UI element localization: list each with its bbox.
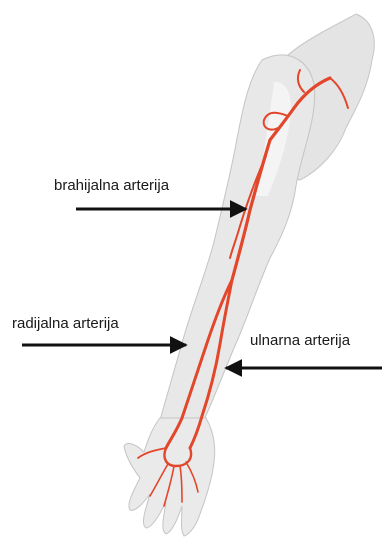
hand-shape: [124, 418, 215, 536]
label-brachial-artery: brahijalna arterija: [54, 178, 169, 193]
label-radial-artery: radijalna arterija: [12, 316, 119, 331]
label-ulnar-artery: ulnarna arterija: [250, 333, 350, 348]
arm-silhouette: [124, 14, 374, 536]
